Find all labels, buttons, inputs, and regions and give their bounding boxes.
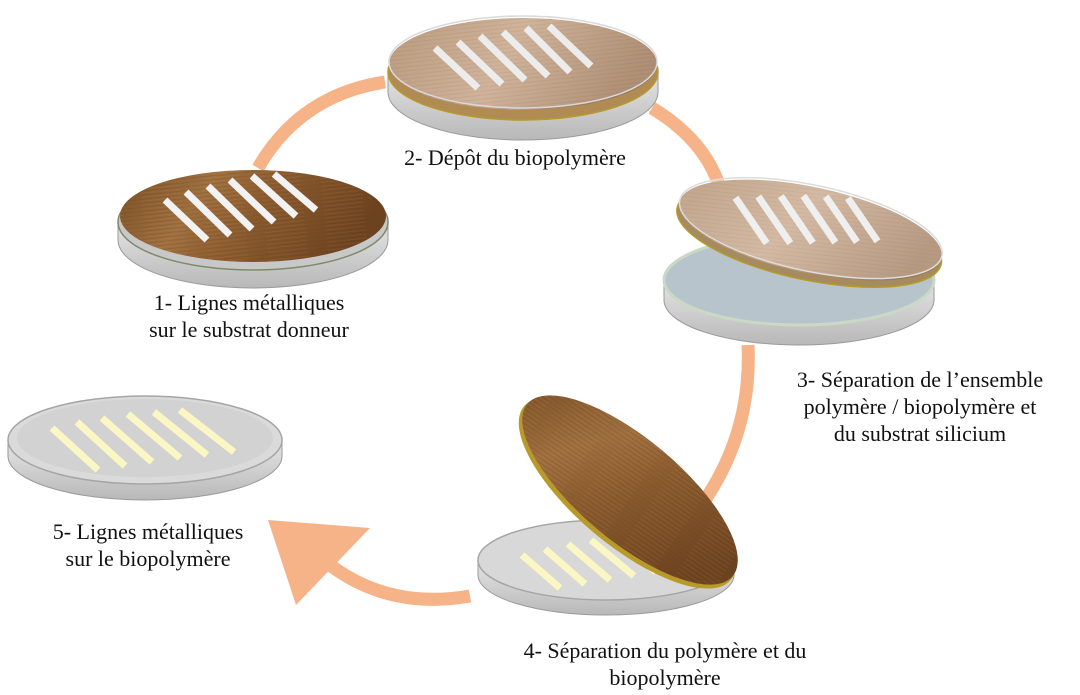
disc-step-3 [662,176,943,346]
step-3-line-3: du substrat silicium [833,421,1007,446]
step-2-line-1: 2- Dépôt du biopolymère [404,145,626,170]
step-2-label: 2- Dépôt du biopolymère [355,144,675,171]
arrow-segment-2-3 [648,102,727,191]
metal-lines [432,23,594,91]
arrow-segment-3-4 [699,344,755,504]
arrow-head [268,520,370,605]
step-3-label: 3- Séparation de l’ensemble polymère / b… [760,366,1080,447]
step-1-line-2: sur le substrat donneur [149,317,349,342]
step-5-line-1: 5- Lignes métalliques [52,519,244,544]
disc-step-2 [387,15,659,141]
cycle-arrow [252,75,755,606]
arrow-segment-1-2 [252,75,387,172]
step-4-line-2: biopolymère [609,665,721,690]
metal-lines [732,193,881,246]
step-4-line-1: 4- Séparation du polymère et du [523,638,807,663]
metal-lines [49,407,237,473]
step-1-label: 1- Lignes métalliques sur le substrat do… [104,289,394,343]
disc-step-4 [477,395,738,616]
arrow-segment-4-5 [326,559,472,606]
metal-lines [162,171,319,243]
disc-step-1 [117,170,389,289]
step-5-line-2: sur le biopolymère [65,546,231,571]
step-1-line-1: 1- Lignes métalliques [153,290,345,315]
step-3-line-2: polymère / biopolymère et [803,394,1037,419]
disc-step-5 [7,395,283,501]
step-5-label: 5- Lignes métalliques sur le biopolymère [18,518,278,572]
step-3-line-1: 3- Séparation de l’ensemble [796,367,1044,392]
step-4-label: 4- Séparation du polymère et du biopolym… [465,637,865,691]
